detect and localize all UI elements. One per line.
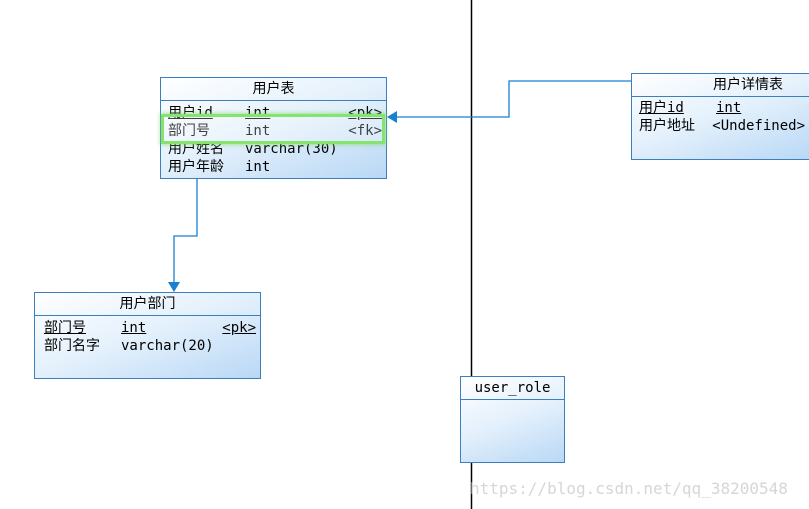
attribute-row-dept-no[interactable]: 部门号 int <fk>	[168, 122, 382, 140]
entity-user-role[interactable]: user_role	[460, 376, 565, 463]
attribute-type: int	[245, 123, 271, 139]
entity-user-detail[interactable]: 用户详情表 用户id int 用户地址 <Undefined>	[631, 73, 809, 160]
entity-user-table[interactable]: 用户表 用户id int <pk> 部门号 int <fk> 用户姓名 varc…	[160, 77, 387, 179]
selected-row-highlight	[161, 114, 385, 144]
attribute-row-dept-no[interactable]: 部门号 int <pk>	[44, 319, 256, 337]
attribute-type: int	[716, 100, 742, 116]
foreign-key-tag: <fk>	[348, 123, 382, 139]
attribute-name: 用户id	[639, 100, 684, 116]
attribute-row-user-id[interactable]: 用户id int <pk>	[168, 104, 382, 122]
entity-title-text: 用户详情表	[713, 77, 783, 93]
attribute-type: varchar(20)	[121, 338, 214, 354]
attribute-type: varchar(30)	[245, 141, 338, 157]
entity-user-dept[interactable]: 用户部门 部门号 int <pk> 部门名字 varchar(20)	[34, 292, 261, 379]
attribute-type: <Undefined>	[712, 118, 805, 134]
attribute-type: int	[121, 320, 147, 336]
attribute-row-user-address[interactable]: 用户地址 <Undefined>	[639, 117, 805, 135]
primary-key-tag: <pk>	[348, 105, 382, 121]
connector-detail-to-user[interactable]	[387, 80, 631, 123]
attribute-row-user-age[interactable]: 用户年龄 int	[168, 158, 382, 176]
attribute-type: int	[245, 159, 271, 175]
entity-title: user_role	[461, 377, 564, 400]
primary-key-tag: <pk>	[222, 320, 256, 336]
watermark-url: https://blog.csdn.net/qq_38200548	[470, 479, 788, 498]
entity-title: 用户详情表	[632, 74, 809, 97]
attribute-name: 部门名字	[44, 338, 100, 354]
attribute-row-user-id[interactable]: 用户id int	[639, 99, 805, 117]
attribute-name: 用户id	[168, 105, 213, 121]
attribute-name: 部门号	[44, 320, 86, 336]
attribute-row-user-name[interactable]: 用户姓名 varchar(30)	[168, 140, 382, 158]
entity-title: 用户部门	[35, 293, 260, 316]
entity-title: 用户表	[161, 78, 386, 101]
attribute-name: 用户地址	[639, 118, 695, 134]
attribute-row-dept-name[interactable]: 部门名字 varchar(20)	[44, 337, 256, 355]
attribute-name: 部门号	[168, 123, 210, 139]
connector-user-to-dept[interactable]	[168, 179, 198, 292]
attribute-name: 用户年龄	[168, 159, 224, 175]
attribute-type: int	[245, 105, 271, 121]
attribute-name: 用户姓名	[168, 141, 224, 157]
